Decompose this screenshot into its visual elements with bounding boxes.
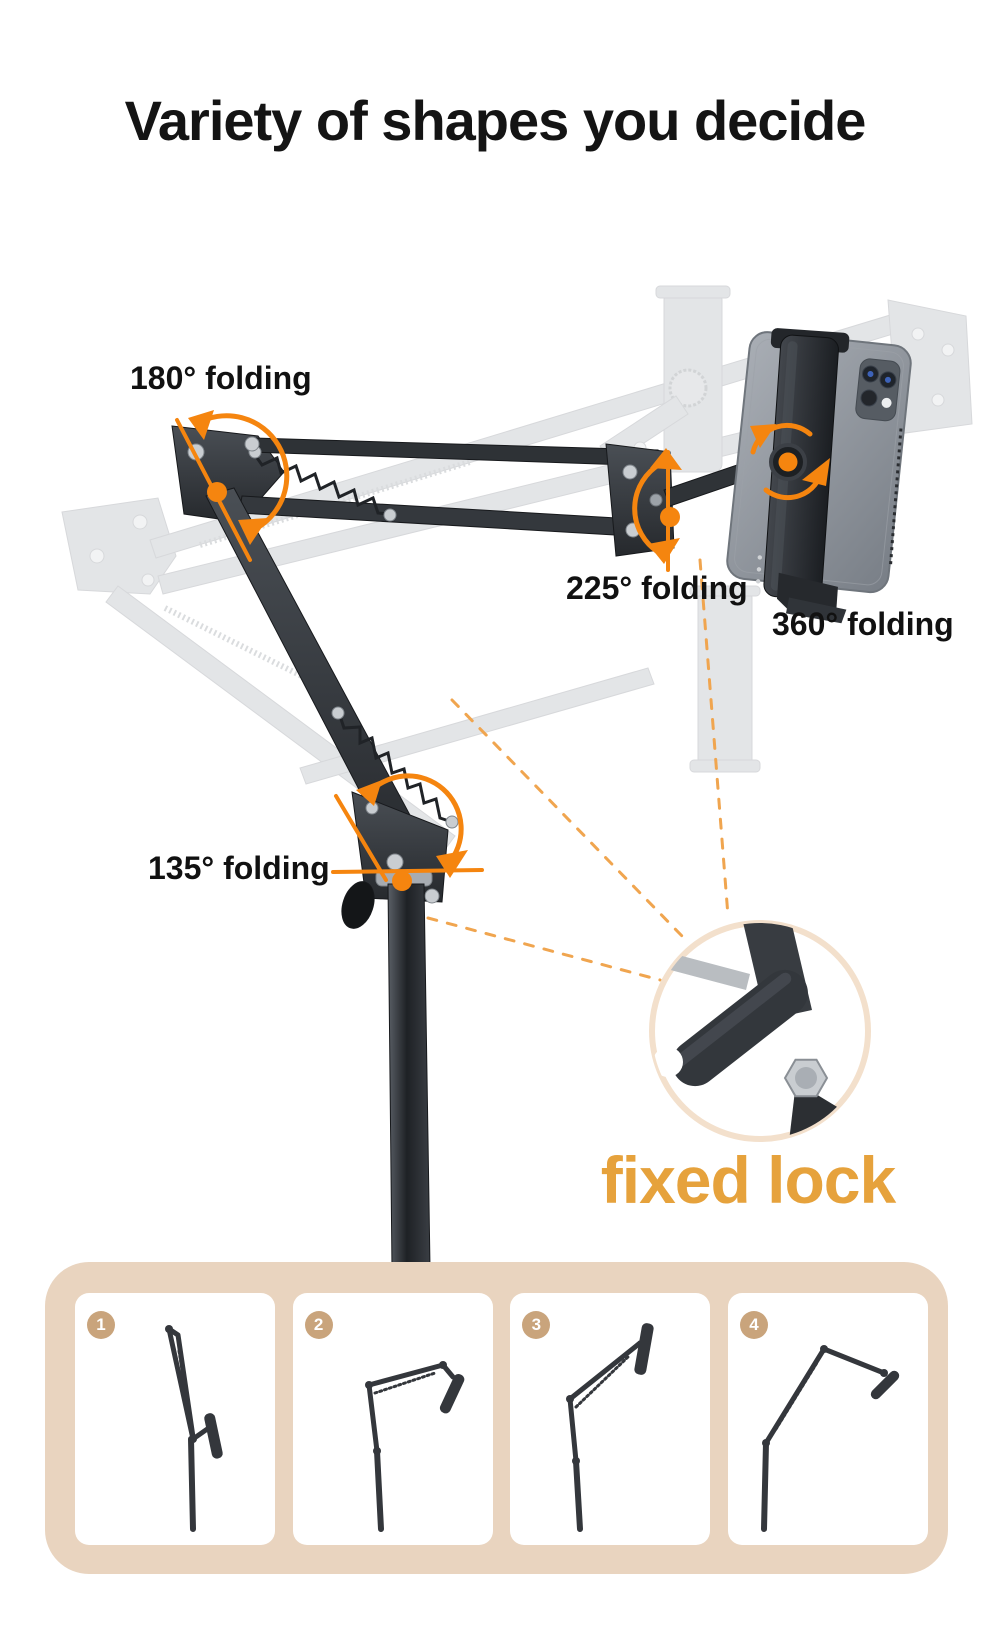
hex-bolt-icon	[783, 1058, 829, 1098]
label-225-folding: 225° folding	[566, 570, 748, 606]
pivot-dot	[207, 482, 227, 502]
variant-thumbnail-3	[566, 1323, 654, 1532]
arrow-head-icon	[238, 518, 268, 545]
arrow-head-icon	[436, 850, 468, 878]
variant-number-badge: 1	[87, 1311, 115, 1339]
variant-card-2: 2	[292, 1293, 493, 1545]
magnifier-callout	[649, 920, 871, 1142]
rotation-arc-icon	[632, 461, 663, 555]
annotation-180	[175, 410, 290, 562]
variant-number-badge: 2	[304, 1311, 333, 1339]
variant-card-4: 4	[727, 1293, 928, 1545]
pivot-dot	[660, 507, 680, 527]
rotation-arc-icon	[193, 413, 290, 531]
variant-card-1: 1	[75, 1293, 275, 1545]
pivot-dot	[778, 452, 798, 472]
rotation-arc-icon	[750, 422, 813, 455]
arrow-head-icon	[750, 424, 776, 448]
pivot-dot	[392, 871, 412, 891]
arrow-head-icon	[356, 780, 382, 806]
shape-variants-panel: 1 2	[45, 1262, 948, 1574]
tension-knob	[341, 881, 375, 929]
rotation-arc-icon	[365, 773, 464, 867]
lock-lever-icon	[672, 969, 808, 1087]
arrow-head-icon	[802, 458, 830, 486]
arrow-head-icon	[188, 410, 214, 440]
callout-dashed-lines	[426, 558, 730, 982]
annotation-360	[750, 422, 830, 501]
arrow-head-icon	[650, 448, 682, 470]
page-title: Variety of shapes you decide	[124, 89, 867, 152]
stand-pole	[387, 883, 431, 1269]
variant-thumbnail-4	[760, 1345, 900, 1532]
variant-thumbnail-2	[364, 1361, 464, 1532]
speaker-grill	[888, 428, 903, 569]
spring-coil	[338, 715, 453, 824]
arrow-head-icon	[648, 538, 680, 564]
label-360-folding: 360° folding	[772, 606, 954, 642]
spring-coil	[253, 454, 391, 516]
annotation-225	[632, 448, 682, 572]
fixed-lock-caption: fixed lock	[600, 1143, 896, 1217]
variant-number-badge: 4	[739, 1311, 768, 1339]
camera-module-icon	[855, 358, 901, 422]
annotation-135	[331, 773, 484, 891]
variant-thumbnail-1	[165, 1325, 223, 1532]
label-180-folding: 180° folding	[130, 360, 312, 396]
variant-card-3: 3	[510, 1293, 711, 1545]
variant-number-badge: 3	[522, 1311, 551, 1339]
label-135-folding: 135° folding	[148, 850, 330, 886]
